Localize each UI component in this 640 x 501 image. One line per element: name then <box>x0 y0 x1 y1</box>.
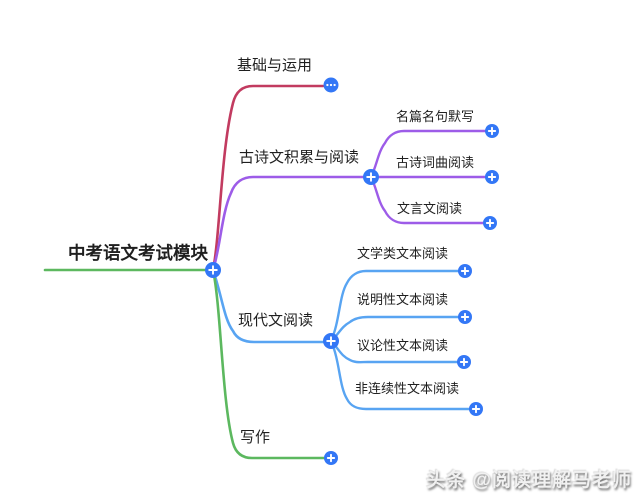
child-literary-label[interactable]: 文学类文本阅读 <box>357 246 448 261</box>
branch-classical-label[interactable]: 古诗文积累与阅读 <box>239 149 359 166</box>
plus-icon[interactable] <box>458 264 472 278</box>
branch-basics-label[interactable]: 基础与运用 <box>237 57 312 74</box>
child-gushiciqu-label[interactable]: 古诗词曲阅读 <box>396 155 474 170</box>
connector-child-wenyanwen <box>369 175 485 225</box>
plus-glyph <box>471 404 481 414</box>
connector-child-expository <box>329 315 460 343</box>
plus-glyph <box>326 336 336 346</box>
plus-icon[interactable] <box>483 216 497 230</box>
plus-glyph <box>208 265 218 275</box>
plus-icon[interactable] <box>324 451 338 465</box>
ellipsis-icon[interactable] <box>323 77 339 93</box>
plus-icon[interactable] <box>363 169 379 185</box>
plus-icon[interactable] <box>469 402 483 416</box>
child-expository-label[interactable]: 说明性文本阅读 <box>357 292 448 307</box>
plus-icon[interactable] <box>485 170 499 184</box>
plus-icon[interactable] <box>205 262 221 278</box>
child-argumentative-label[interactable]: 议论性文本阅读 <box>357 338 448 353</box>
connector-branch-modern <box>211 268 325 344</box>
child-wenyanwen-label[interactable]: 文言文阅读 <box>397 201 462 216</box>
plus-icon[interactable] <box>323 333 339 349</box>
connector-branch-basics <box>211 84 325 272</box>
plus-icon[interactable] <box>485 124 499 138</box>
plus-glyph <box>459 357 469 367</box>
plus-glyph <box>487 172 497 182</box>
child-mingpian-label[interactable]: 名篇名句默写 <box>396 109 474 124</box>
ellipsis-dot <box>326 83 329 87</box>
root-node-label[interactable]: 中考语文考试模块 <box>68 243 208 263</box>
plus-glyph <box>487 126 497 136</box>
connector-child-literary <box>329 269 460 343</box>
plus-glyph <box>460 312 470 322</box>
watermark: 头条 @阅读理解马老师 <box>426 470 632 491</box>
plus-glyph <box>366 172 376 182</box>
connector-branch-classical <box>211 175 365 272</box>
connector-child-noncontinuous <box>329 339 471 411</box>
plus-glyph <box>485 218 495 228</box>
connector-branch-writing <box>211 268 326 460</box>
ellipsis-dot <box>329 83 333 87</box>
child-noncontinuous-label[interactable]: 非连续性文本阅读 <box>355 381 459 396</box>
plus-glyph <box>460 266 470 276</box>
plus-glyph <box>326 453 336 463</box>
plus-icon[interactable] <box>458 310 472 324</box>
connector-child-argumentative <box>329 339 459 364</box>
branch-writing-label[interactable]: 写作 <box>240 429 270 446</box>
ellipsis-dot <box>333 83 336 87</box>
branch-modern-label[interactable]: 现代文阅读 <box>238 312 313 329</box>
plus-icon[interactable] <box>457 355 471 369</box>
connector-child-mingpian <box>369 129 487 179</box>
